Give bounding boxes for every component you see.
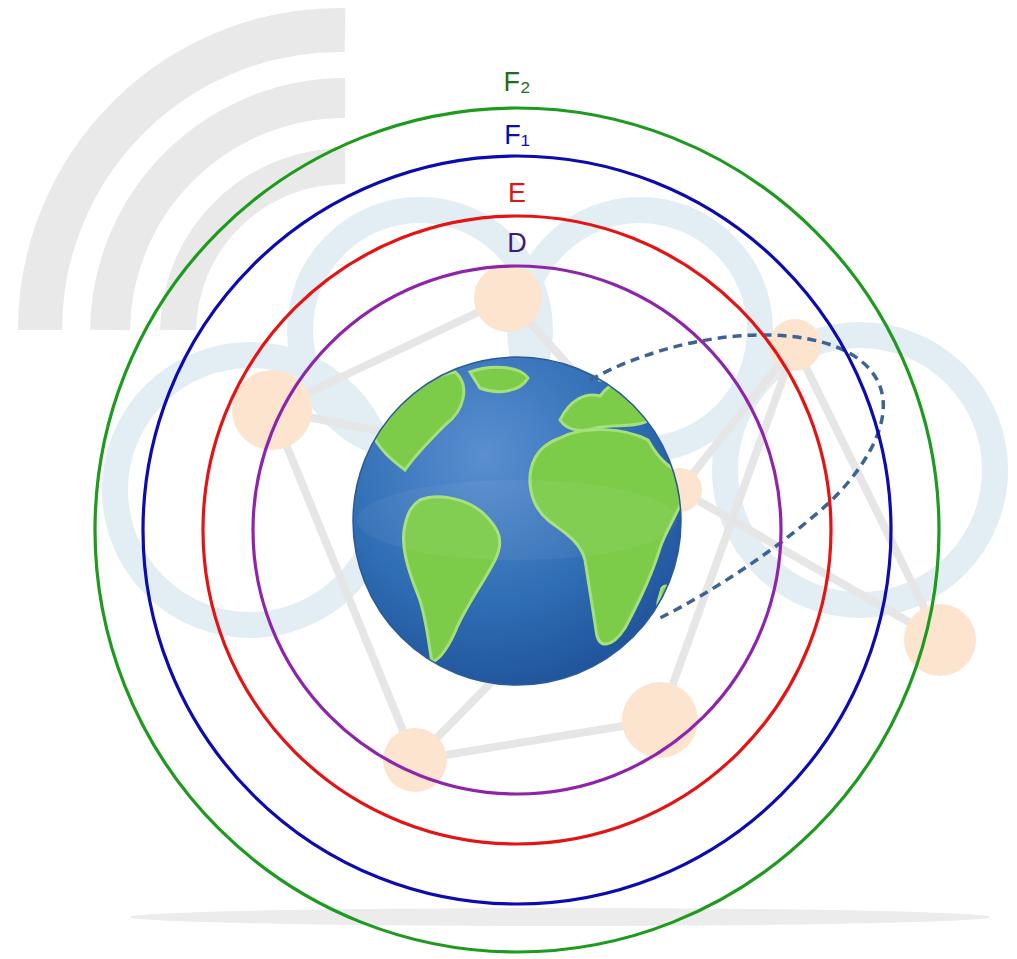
layer-label: E — [203, 180, 831, 207]
layer-ring — [95, 108, 939, 952]
radio-signal-path — [590, 335, 883, 618]
layer-circle — [143, 156, 891, 904]
ionosphere-layer: ED — [203, 216, 831, 844]
layer-ring — [143, 156, 891, 904]
ionosphere-layer: F₁ED — [143, 156, 891, 904]
ionosphere-layer: F₂F₁ED — [95, 108, 939, 952]
earth-globe — [353, 357, 690, 685]
layer-ring — [203, 216, 831, 844]
layer-circle — [203, 216, 831, 844]
layer-label: F₂ — [95, 69, 939, 96]
layer-label: D — [253, 230, 781, 257]
layer-circle — [253, 266, 781, 794]
ionosphere-layer: D — [253, 266, 781, 794]
layer-label: F₁ — [143, 122, 891, 149]
watermark — [40, 30, 995, 926]
layer-ring — [253, 266, 781, 794]
